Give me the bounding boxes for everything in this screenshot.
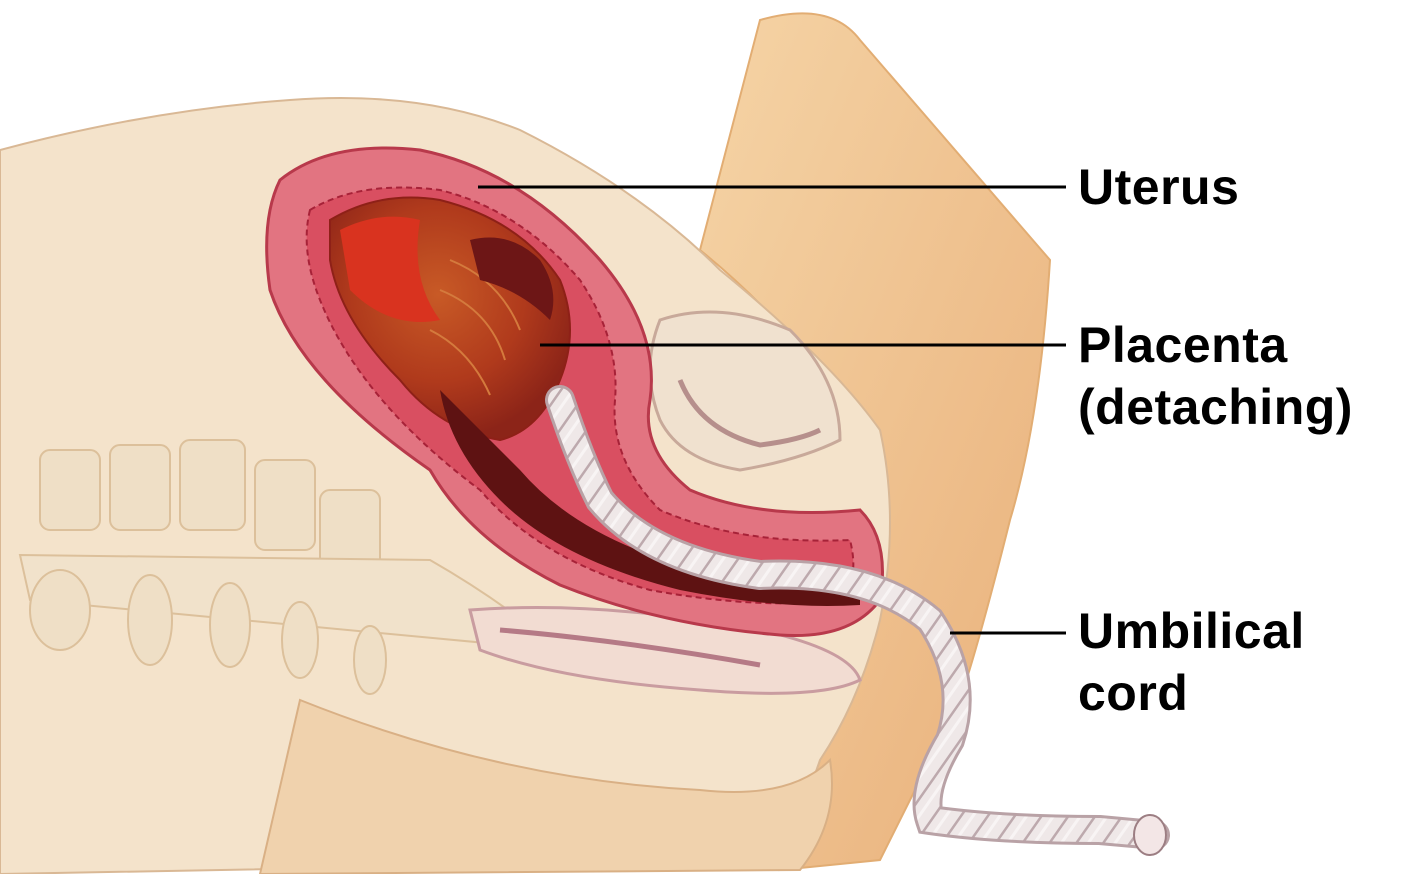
cord-label-line2: cord xyxy=(1078,662,1305,724)
uterus-label-text: Uterus xyxy=(1078,156,1239,218)
cord-label-line1: Umbilical xyxy=(1078,600,1305,662)
placenta-label-line2: (detaching) xyxy=(1078,376,1353,438)
placenta-label-line1: Placenta xyxy=(1078,314,1353,376)
placenta-label: Placenta (detaching) xyxy=(1078,314,1353,438)
umbilical-cord-label: Umbilical cord xyxy=(1078,600,1305,724)
uterus-label: Uterus xyxy=(1078,156,1239,218)
cord-cut-end xyxy=(1134,815,1166,855)
